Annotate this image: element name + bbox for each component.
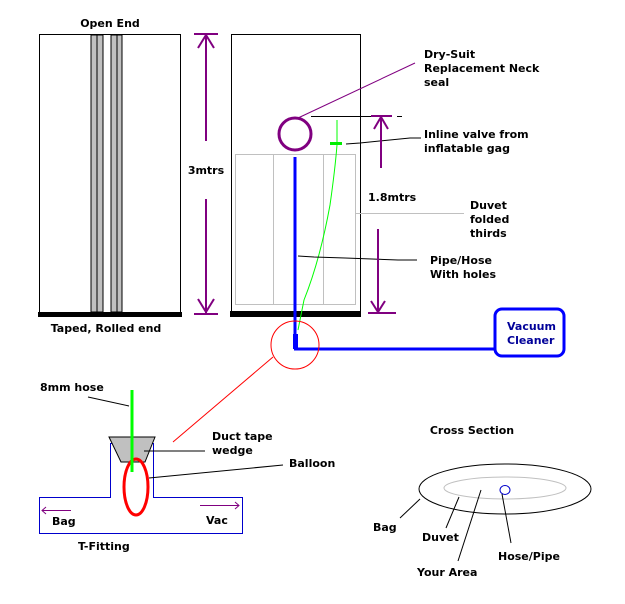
- neck-seal-leader: [297, 62, 416, 119]
- balloon-icon: [122, 457, 150, 517]
- inner-hose: [297, 120, 338, 331]
- inline-valve-leader: [345, 137, 421, 145]
- right-bag: [230, 34, 497, 351]
- length-1-8m-label: 1.8mtrs: [368, 191, 417, 204]
- pipe-elbow: [293, 334, 298, 349]
- dimension-3m: [194, 33, 218, 315]
- t-fitting-detail: 8mm hose Bag Vac: [39, 381, 284, 534]
- t-fitting-outline: [39, 443, 243, 534]
- vacuum-label-1: Vacuum: [507, 320, 556, 333]
- wedge-label-1: Duct tape: [212, 430, 273, 443]
- duvet-label: Duvet folded thirds: [470, 199, 513, 240]
- left-bag-outline: [39, 34, 181, 313]
- duvet-ellipse: [443, 476, 567, 500]
- bag-label-xs: Bag: [373, 521, 397, 534]
- balloon-label: Balloon: [289, 457, 335, 470]
- cross-section: Cross Section Bag Duvet Your Area Hose/P…: [373, 424, 592, 579]
- pipe-label-2: With holes: [430, 268, 496, 281]
- inline-valve-label-1: Inline valve from: [424, 128, 529, 141]
- t-fitting-title: T-Fitting: [78, 540, 130, 553]
- arrow-down-icon: [197, 298, 215, 314]
- hose-pipe-label: Hose/Pipe: [498, 550, 560, 563]
- duvet-label-3: thirds: [470, 227, 507, 240]
- hose-pipe-leader: [501, 493, 512, 544]
- inline-valve-label: Inline valve from inflatable gag: [424, 128, 532, 155]
- vacuum-box: [493, 307, 566, 358]
- hose-pipe-icon: [499, 485, 511, 495]
- pipe-label: Pipe/Hose With holes: [430, 254, 496, 281]
- duvet-label-2: folded: [470, 213, 509, 226]
- duvet-leader-xs: [445, 496, 460, 529]
- arrow-left-icon: [41, 506, 47, 515]
- taped-end-label: Taped, Rolled end: [51, 322, 162, 335]
- neck-seal-label-2: Replacement Neck: [424, 62, 540, 75]
- arrow-right-icon: [234, 501, 240, 510]
- neck-seal-label-1: Dry-Suit: [424, 48, 475, 61]
- hose-leader: [87, 396, 130, 407]
- bag-outline-ellipse: [418, 463, 592, 515]
- dimension-1-8m: [368, 115, 396, 314]
- left-bag: Open End Taped, Rolled end: [38, 17, 182, 335]
- wedge-label-2: wedge: [212, 444, 253, 457]
- pipe-leader: [297, 255, 417, 261]
- cross-section-title: Cross Section: [430, 424, 514, 437]
- pipe-label-1: Pipe/Hose: [430, 254, 492, 267]
- balloon-leader: [148, 464, 284, 479]
- your-area-leader: [457, 489, 482, 562]
- left-taped-end: [38, 312, 182, 317]
- vacuum-cleaner: Vacuum Cleaner: [493, 307, 566, 358]
- bag-direction-label: Bag: [52, 515, 76, 528]
- vacuum-label: Vacuum Cleaner: [507, 320, 560, 347]
- inline-valve-label-2: inflatable gag: [424, 142, 510, 155]
- length-3m-label: 3mtrs: [188, 164, 225, 177]
- neck-seal-icon: [277, 116, 313, 152]
- your-area-label: Your Area: [416, 566, 477, 579]
- open-end-label: Open End: [80, 17, 140, 30]
- hose-label: 8mm hose: [40, 381, 104, 394]
- vac-direction-label: Vac: [206, 514, 228, 527]
- detail-zoom-circle: [270, 320, 320, 370]
- arrow-up-icon: [197, 33, 215, 49]
- duvet-label-xs: Duvet: [422, 531, 459, 544]
- detail-zoom-connector: [172, 356, 274, 443]
- neck-seal-label-3: seal: [424, 76, 449, 89]
- duvet-label-1: Duvet: [470, 199, 507, 212]
- bag-leader: [399, 498, 421, 519]
- vacuum-label-2: Cleaner: [507, 334, 555, 347]
- wedge-label: Duct tape wedge: [212, 430, 276, 457]
- neck-seal-label: Dry-Suit Replacement Neck seal: [424, 48, 543, 89]
- arrow-up-icon: [373, 115, 389, 130]
